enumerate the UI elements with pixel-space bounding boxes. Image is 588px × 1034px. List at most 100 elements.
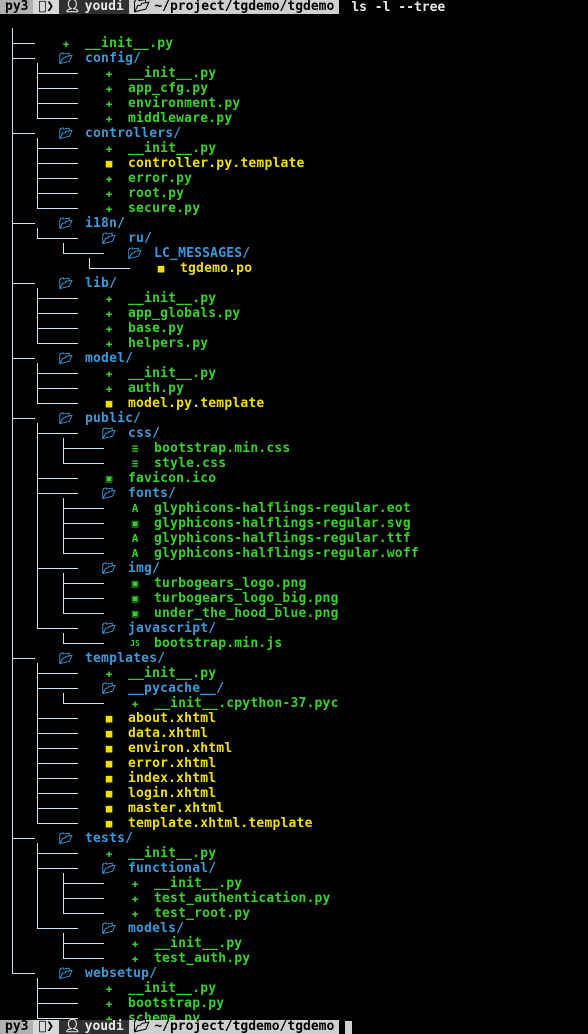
tree-branch-line — [37, 403, 78, 404]
tree-branch-line — [63, 553, 104, 554]
terminal-cursor[interactable] — [345, 1020, 353, 1034]
python-file-icon: ✚ — [105, 187, 113, 200]
entry-name: controllers/ — [85, 126, 182, 141]
python-file-icon: ✚ — [105, 97, 113, 110]
directory-entry: 📂︎ru/ — [102, 231, 152, 246]
python-file-icon: ✚ — [105, 667, 113, 680]
folder-icon: 📂︎ — [102, 487, 116, 500]
tree-branch-line — [12, 658, 35, 659]
file-icon: ■ — [105, 817, 113, 830]
tree-branch-line — [37, 433, 78, 434]
file-entry: ▣turbogears_logo.png — [128, 576, 307, 591]
entry-name: bootstrap.min.css — [154, 441, 291, 456]
tree-guide-line — [63, 498, 64, 553]
entry-name: glyphicons-halflings-regular.svg — [154, 516, 411, 531]
file-entry: ✚__init__.cpython-37.pyc — [128, 696, 339, 711]
python-file-icon: ✚ — [62, 37, 70, 50]
tree-branch-line — [37, 163, 78, 164]
file-icon: ■ — [105, 742, 113, 755]
tree-guide-line — [37, 228, 38, 238]
file-entry: ■model.py.template — [102, 396, 265, 411]
entry-name: LC_MESSAGES/ — [154, 246, 251, 261]
image-file-icon: ▣ — [105, 472, 113, 485]
file-entry: ✚__init__.py — [59, 36, 173, 51]
folder-icon: 📂︎ — [59, 412, 73, 425]
file-entry: ▣turbogears_logo_big.png — [128, 591, 339, 606]
font-file-icon: A — [131, 547, 139, 560]
tree-guide-line — [63, 573, 64, 613]
tree-branch-line — [63, 463, 104, 464]
tree-guide-line — [63, 933, 64, 958]
entry-name: environment.py — [128, 96, 241, 111]
directory-path: ~/project/tgdemo/tgdemo — [146, 0, 334, 14]
entry-name: secure.py — [128, 201, 201, 216]
directory-entry: 📂︎css/ — [102, 426, 160, 441]
tree-guide-line — [63, 633, 64, 643]
tree-branch-line — [37, 298, 78, 299]
file-entry: ■controller.py.template — [102, 156, 305, 171]
entry-name: index.xhtml — [128, 771, 217, 786]
tree-branch-line — [37, 808, 78, 809]
tree-branch-line — [37, 208, 78, 209]
user-icon: 👤︎ — [56, 0, 81, 14]
folder-icon: 📂︎ — [59, 967, 73, 980]
file-entry: ✚__init__.py — [102, 981, 216, 996]
tree-branch-line — [37, 853, 78, 854]
folder-icon: 📂︎ — [102, 682, 116, 695]
entry-name: turbogears_logo.png — [154, 576, 307, 591]
file-icon: ■ — [105, 727, 113, 740]
tree-guide-line — [37, 138, 38, 208]
tree-branch-line — [63, 883, 104, 884]
folder-icon: 📂︎ — [125, 0, 151, 14]
folder-icon: 📂︎ — [59, 652, 73, 665]
tree-guide-line — [12, 28, 13, 973]
entry-name: models/ — [128, 921, 185, 936]
tree-guide-line — [37, 63, 38, 118]
entry-name: turbogears_logo_big.png — [154, 591, 339, 606]
python-file-icon: ✚ — [131, 952, 139, 965]
directory-entry: 📂︎models/ — [102, 921, 184, 936]
entry-name: data.xhtml — [128, 726, 209, 741]
folder-icon: 📂︎ — [59, 217, 73, 230]
tree-branch-line — [37, 568, 78, 569]
entry-name: __init__.py — [128, 366, 217, 381]
tree-branch-line — [37, 1003, 78, 1004]
file-entry: ✚__init__.py — [102, 66, 216, 81]
folder-icon: 📂︎ — [102, 862, 116, 875]
python-file-icon: ✚ — [105, 112, 113, 125]
tree-branch-line — [12, 973, 35, 974]
tree-branch-line — [37, 928, 78, 929]
entry-name: __init__.py — [128, 66, 217, 81]
directory-entry: 📂︎model/ — [59, 351, 133, 366]
entry-name: error.py — [128, 171, 193, 186]
tree-branch-line — [12, 58, 35, 59]
folder-icon: 📂︎ — [59, 127, 73, 140]
file-entry: ✚ error.py — [102, 171, 192, 186]
file-entry: ✚__init__.py — [102, 666, 216, 681]
file-entry: ✚test_root.py — [128, 906, 250, 921]
entry-name: templates/ — [85, 651, 166, 666]
python-file-icon: ✚ — [105, 172, 113, 185]
entry-name: test_auth.py — [154, 951, 251, 966]
tree-branch-line — [37, 373, 78, 374]
tree-branch-line — [63, 898, 104, 899]
tree-branch-line — [37, 343, 78, 344]
entry-name: app_globals.py — [128, 306, 241, 321]
tree-branch-line — [63, 583, 104, 584]
directory-entry: 📂︎config/ — [59, 51, 141, 66]
directory-entry: 📂︎__pycache__/ — [102, 681, 224, 696]
file-entry: ■index.xhtml — [102, 771, 216, 786]
tree-branch-line — [37, 118, 78, 119]
tree-branch-line — [37, 673, 78, 674]
tree-branch-line — [89, 268, 130, 269]
file-entry: ✚root.py — [102, 186, 184, 201]
tree-branch-line — [37, 793, 78, 794]
tree-branch-line — [37, 313, 78, 314]
tree-guide-line — [37, 363, 38, 403]
entry-name: about.xhtml — [128, 711, 217, 726]
tree-branch-line — [63, 253, 104, 254]
file-entry: ■environ.xhtml — [102, 741, 232, 756]
entry-name: __init__.cpython-37.pyc — [154, 696, 339, 711]
